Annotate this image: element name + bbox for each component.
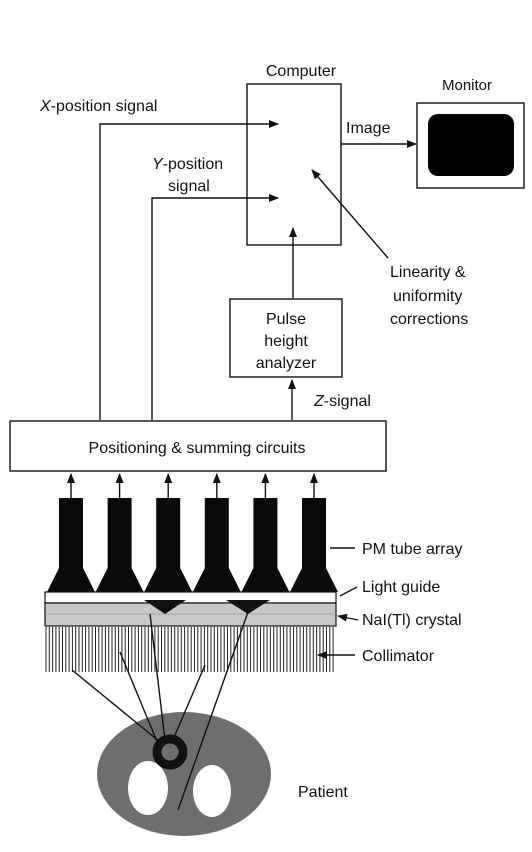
light-guide-pointer bbox=[339, 586, 358, 597]
y-position-label-line2: signal bbox=[168, 178, 210, 195]
gamma-ray bbox=[119, 651, 159, 745]
x-position-signal-line bbox=[99, 120, 279, 420]
pha-line1: Pulse bbox=[266, 311, 306, 328]
monitor-label: Monitor bbox=[442, 77, 492, 94]
pm-tube-array-label: PM tube array bbox=[362, 541, 462, 558]
gamma-ray bbox=[71, 669, 161, 743]
crystal-pointer bbox=[337, 613, 359, 622]
collimator-septa bbox=[45, 627, 334, 672]
patient-label: Patient bbox=[298, 784, 348, 801]
light-guide bbox=[44, 591, 337, 604]
z-signal-label: Z-signal bbox=[313, 393, 371, 410]
positioning-summing-box bbox=[9, 420, 387, 472]
pm-tube bbox=[47, 498, 95, 592]
monitor-screen bbox=[428, 114, 514, 176]
y-position-signal-line bbox=[151, 194, 279, 420]
gamma-ray bbox=[171, 664, 206, 743]
patient-hot-lesion bbox=[152, 734, 188, 770]
x-position-label: X-position signal bbox=[39, 98, 157, 115]
pm-tube bbox=[95, 498, 144, 592]
computer-label: Computer bbox=[266, 63, 337, 80]
corrections-line1: Linearity & bbox=[390, 264, 466, 281]
gamma-ray bbox=[177, 611, 249, 811]
patient-left-organ bbox=[128, 761, 168, 815]
light-spread-left bbox=[144, 600, 186, 614]
corrections-line3: corrections bbox=[390, 311, 468, 328]
gamma-ray bbox=[149, 613, 166, 741]
crystal-label: NaI(Tl) crystal bbox=[362, 612, 462, 629]
y-position-label: Y-position bbox=[152, 156, 223, 173]
corrections-arrow bbox=[311, 169, 389, 259]
patient-body bbox=[97, 712, 271, 836]
pm-tube-array bbox=[47, 473, 338, 592]
light-guide-label: Light guide bbox=[362, 579, 440, 596]
pm-tube bbox=[290, 498, 338, 592]
pm-tube bbox=[241, 498, 290, 592]
pha-line3: analyzer bbox=[256, 355, 317, 372]
pha-line2: height bbox=[264, 333, 308, 350]
nai-crystal bbox=[44, 602, 337, 627]
pm-tube bbox=[144, 498, 193, 592]
positioning-summing-label: Positioning & summing circuits bbox=[89, 440, 306, 457]
corrections-line2: uniformity bbox=[393, 288, 462, 305]
image-label: Image bbox=[346, 120, 391, 137]
pm-tube bbox=[192, 498, 241, 592]
light-spread-right bbox=[226, 600, 270, 614]
pulse-height-analyzer-box bbox=[229, 298, 343, 378]
patient-right-organ bbox=[193, 765, 231, 817]
computer-box bbox=[246, 83, 342, 246]
collimator-label: Collimator bbox=[362, 648, 435, 665]
gamma-ray-paths bbox=[71, 611, 249, 811]
